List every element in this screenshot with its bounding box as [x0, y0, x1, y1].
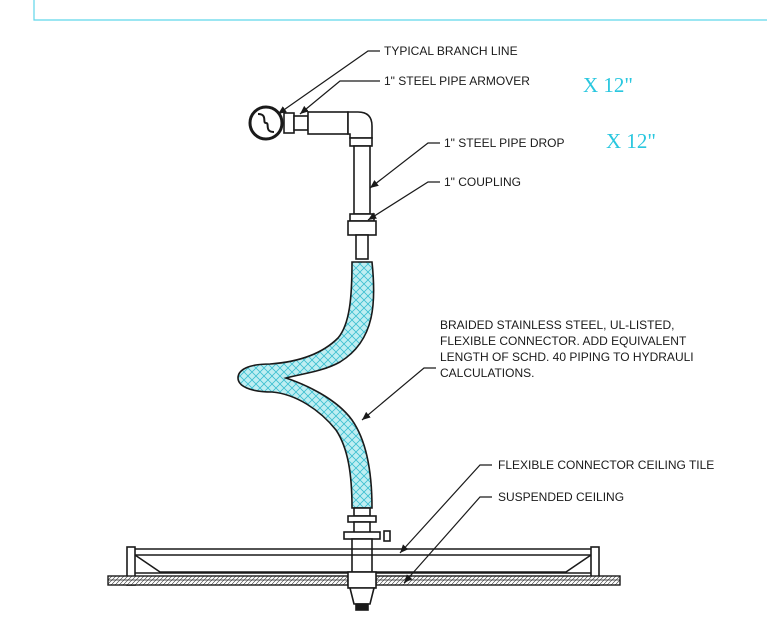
sprinkler-head — [347, 571, 377, 611]
leader-lines — [277, 50, 492, 584]
label-suspended-ceiling: SUSPENDED CEILING — [498, 490, 624, 504]
branch-line-pipe — [248, 105, 284, 141]
label-braided-line-3: LENGTH OF SCHD. 40 PIPING TO HYDRAULI — [440, 350, 694, 364]
armover-pipe — [283, 111, 373, 147]
drop-length-annotation: X 12" — [606, 129, 656, 153]
label-armover: 1" STEEL PIPE ARMOVER — [384, 74, 530, 88]
frame-border — [33, 0, 767, 21]
braided-flexible-hose — [237, 261, 375, 509]
label-braided-line-1: BRAIDED STAINLESS STEEL, UL-LISTED, — [440, 318, 675, 332]
label-braided-line-2: FLEXIBLE CONNECTOR. ADD EQUIVALENT — [440, 334, 687, 348]
label-ceiling-tile: FLEXIBLE CONNECTOR CEILING TILE — [498, 458, 714, 472]
label-drop: 1" STEEL PIPE DROP — [444, 136, 565, 150]
label-braided-line-4: CALCULATIONS. — [440, 366, 534, 380]
label-typical-branch-line: TYPICAL BRANCH LINE — [384, 44, 518, 58]
drop-pipe — [353, 145, 371, 215]
coupling — [347, 213, 377, 260]
armover-length-annotation: X 12" — [583, 73, 633, 97]
label-coupling: 1" COUPLING — [444, 175, 521, 189]
